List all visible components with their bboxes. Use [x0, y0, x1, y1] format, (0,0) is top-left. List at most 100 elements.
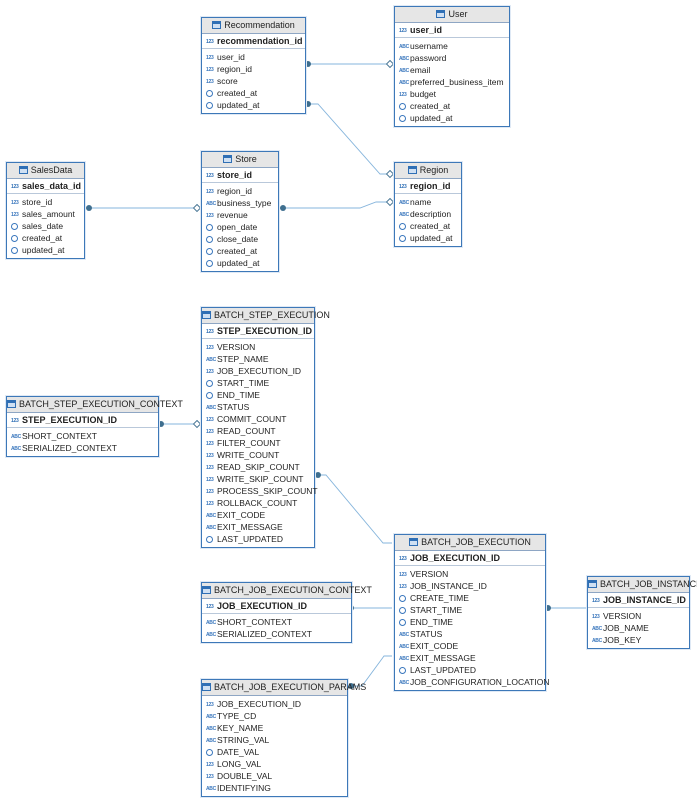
column-row[interactable]: ABCKEY_NAME [202, 722, 347, 734]
column-row[interactable]: LAST_UPDATED [395, 664, 545, 676]
column-row[interactable]: ABCIDENTIFYING [202, 782, 347, 794]
column-row[interactable]: CREATE_TIME [395, 592, 545, 604]
column-row[interactable]: END_TIME [202, 389, 314, 401]
column-row[interactable]: ABCpassword [395, 52, 509, 64]
column-row[interactable]: created_at [395, 220, 461, 232]
column-row[interactable]: created_at [202, 87, 305, 99]
column-row[interactable]: updated_at [395, 112, 509, 124]
column-row[interactable]: ABCpreferred_business_item [395, 76, 509, 88]
column-row[interactable]: ABCJOB_NAME [588, 622, 689, 634]
column-row[interactable]: ABCbusiness_type [202, 197, 278, 209]
column-row[interactable]: START_TIME [202, 377, 314, 389]
column-row[interactable]: ABCSHORT_CONTEXT [7, 430, 158, 442]
column-row[interactable]: ABCTYPE_CD [202, 710, 347, 722]
column-row[interactable]: updated_at [7, 244, 84, 256]
table-title: Recommendation [224, 20, 295, 30]
column-row[interactable]: open_date [202, 221, 278, 233]
column-row[interactable]: END_TIME [395, 616, 545, 628]
column-row[interactable]: sales_date [7, 220, 84, 232]
column-row[interactable]: ABCdescription [395, 208, 461, 220]
column-row[interactable]: ABCEXIT_MESSAGE [395, 652, 545, 664]
column-row[interactable]: ABCJOB_CONFIGURATION_LOCATION [395, 676, 549, 688]
column-row[interactable]: updated_at [202, 257, 278, 269]
column-row[interactable]: ABCSTRING_VAL [202, 734, 347, 746]
column-row[interactable]: ABCEXIT_MESSAGE [202, 521, 314, 533]
column-row[interactable]: ABCSERIALIZED_CONTEXT [7, 442, 158, 454]
column-row[interactable]: DATE_VAL [202, 746, 347, 758]
datetime-type-icon [206, 102, 213, 109]
column-name: JOB_KEY [603, 635, 642, 645]
column-row[interactable]: ABCSERIALIZED_CONTEXT [202, 628, 351, 640]
column-name: JOB_INSTANCE_ID [410, 581, 487, 591]
column-row[interactable]: ABCSTEP_NAME [202, 353, 314, 365]
column-row[interactable]: created_at [7, 232, 84, 244]
column-row[interactable]: ABCSTATUS [202, 401, 314, 413]
column-row[interactable]: updated_at [395, 232, 461, 244]
text-type-icon: ABC [206, 620, 216, 626]
column-row[interactable]: ABCJOB_KEY [588, 634, 689, 646]
column-row[interactable]: created_at [202, 245, 278, 257]
column-row[interactable]: ABCname [395, 196, 461, 208]
column-row[interactable]: created_at [395, 100, 509, 112]
number-type-icon: 123 [399, 556, 407, 562]
column-row[interactable]: ABCusername [395, 40, 509, 52]
table-title: BATCH_JOB_INSTANCE [600, 579, 697, 589]
column-row[interactable]: ABCEXIT_CODE [395, 640, 545, 652]
column-row[interactable]: ABCSTATUS [395, 628, 545, 640]
column-row[interactable]: LAST_UPDATED [202, 533, 314, 545]
column-row[interactable]: updated_at [202, 99, 305, 111]
column-row[interactable]: ABCSHORT_CONTEXT [202, 616, 351, 628]
column-row[interactable]: close_date [202, 233, 278, 245]
number-type-icon: 123 [206, 369, 214, 375]
column-name: JOB_NAME [603, 623, 649, 633]
column-row[interactable]: START_TIME [395, 604, 545, 616]
column-row[interactable]: ABCemail [395, 64, 509, 76]
column-row[interactable]: ABCEXIT_CODE [202, 509, 314, 521]
